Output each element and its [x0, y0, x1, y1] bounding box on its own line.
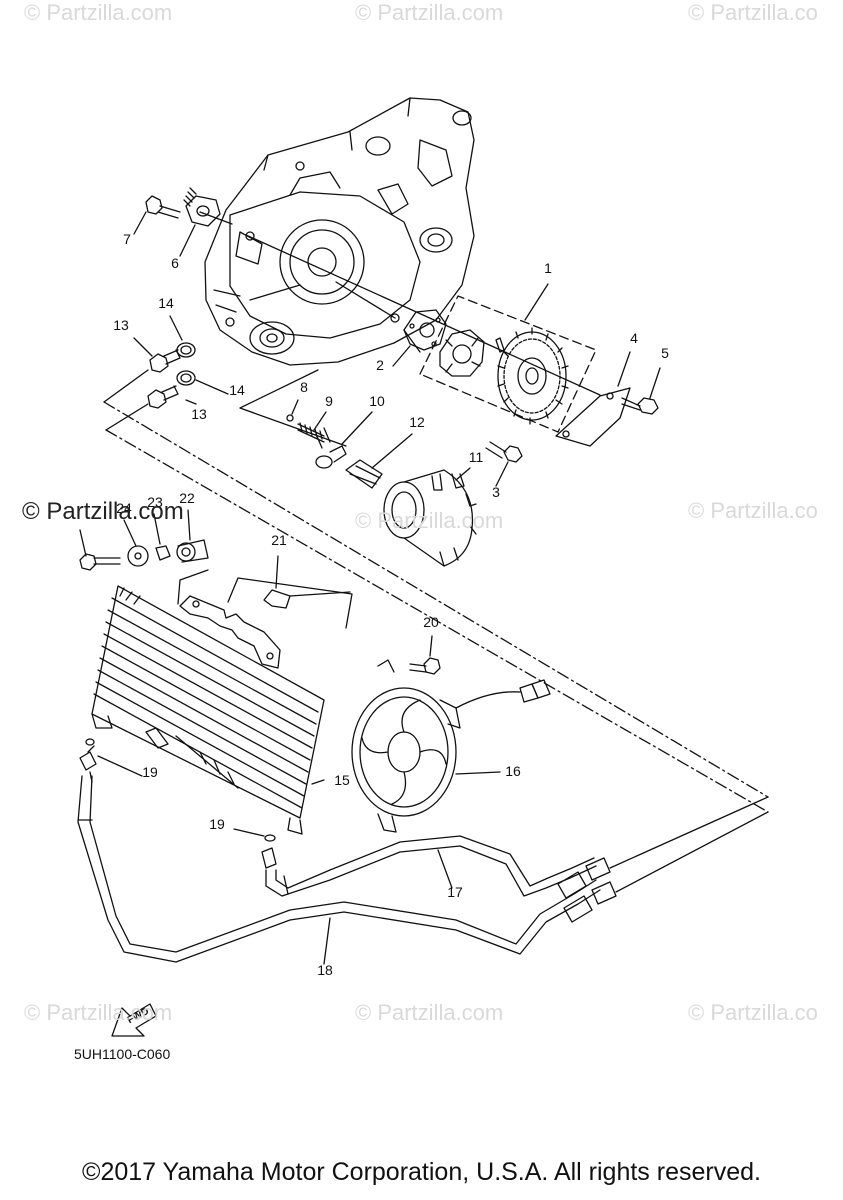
callout-11: 11: [469, 449, 484, 465]
part-12-union-bolt: [345, 433, 413, 489]
part-3-bolt: [485, 441, 523, 487]
part-15-oil-cooler: [91, 585, 325, 835]
callout-9: 9: [325, 393, 333, 409]
callout-7: 7: [123, 231, 131, 247]
watermark: © Partzilla.com: [24, 0, 173, 25]
part-6-plate: [179, 187, 221, 257]
callout-14: 14: [229, 382, 245, 398]
part-5-bolt: [621, 367, 661, 415]
copyright-text: ©2017 Yamaha Motor Corporation, U.S.A. A…: [82, 1158, 761, 1186]
callout-6: 6: [171, 255, 179, 271]
callout-13: 13: [113, 317, 129, 333]
callout-20: 20: [423, 614, 439, 630]
parts-13-14: [133, 315, 229, 409]
watermark: © Partzilla.co: [688, 0, 818, 25]
part-21-bracket: [179, 555, 353, 669]
callout-13: 13: [191, 406, 207, 422]
callout-21: 21: [271, 532, 287, 548]
callout-24: 24: [116, 500, 132, 516]
part-11-oil-filter: [383, 467, 477, 567]
watermark: © Partzilla.com: [355, 0, 504, 25]
watermark: © Partzilla.com: [355, 508, 504, 533]
parts-22-25: [79, 509, 209, 605]
callout-14: 14: [158, 295, 174, 311]
callout-18: 18: [317, 962, 333, 978]
callout-5: 5: [661, 345, 669, 361]
part-20-bolt: [409, 635, 441, 675]
callout-3: 3: [492, 484, 500, 500]
callout-1: 1: [544, 260, 552, 276]
callout-2: 2: [376, 357, 384, 373]
callout-19: 19: [209, 816, 225, 832]
part-16-fan: [351, 659, 551, 833]
callout-15: 15: [334, 772, 350, 788]
watermark: © Partzilla.com: [24, 1000, 173, 1025]
callout-16: 16: [505, 763, 521, 779]
callout-12: 12: [409, 414, 425, 430]
part-19-fittings: [79, 738, 277, 869]
callout-19: 19: [142, 764, 158, 780]
part-2-gasket: [392, 309, 447, 367]
hoses-17-18: [77, 775, 769, 965]
diagram-code: 5UH1100-C060: [74, 1046, 171, 1062]
watermark: © Partzilla.com: [355, 1000, 504, 1025]
fwd-arrow-icon: [111, 1003, 157, 1037]
callout-10: 10: [369, 393, 385, 409]
part-4-cover: [555, 351, 631, 447]
callout-22: 22: [179, 490, 195, 506]
callout-23: 23: [147, 494, 163, 510]
part-7-bolt: [133, 195, 181, 235]
crankcase: [204, 97, 475, 366]
watermark: © Partzilla.co: [688, 1000, 818, 1025]
callout-4: 4: [630, 330, 638, 346]
watermark: © Partzilla.com: [22, 498, 184, 525]
callout-17: 17: [447, 884, 463, 900]
callout-8: 8: [300, 379, 308, 395]
parts-8-9-10: [286, 399, 373, 469]
oil-pump-gear: [497, 327, 569, 425]
watermark: © Partzilla.co: [688, 498, 818, 523]
